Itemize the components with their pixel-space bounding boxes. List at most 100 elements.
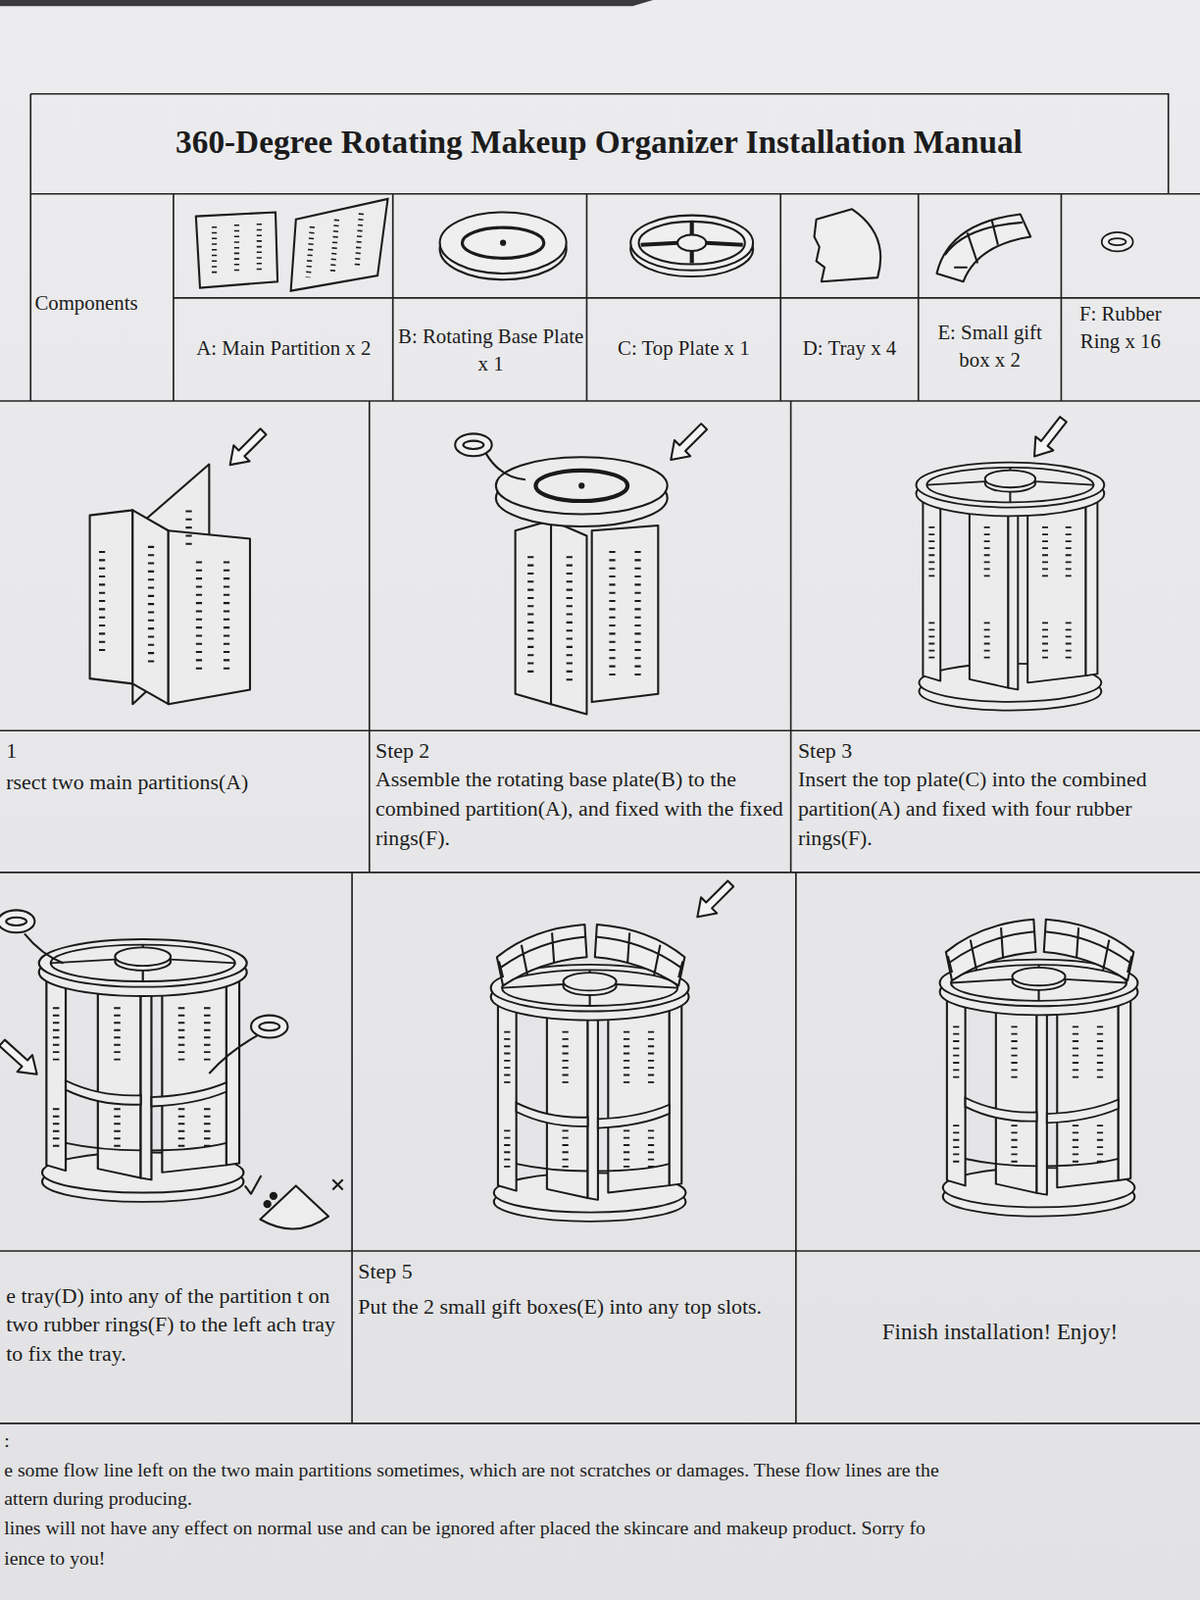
gift-box-icon — [945, 220, 1023, 268]
table-rule — [0, 1250, 1200, 1252]
table-rule — [0, 1422, 1200, 1425]
partitions-with-base — [550, 520, 587, 715]
table-rule — [29, 94, 32, 401]
leader-line — [24, 933, 257, 1074]
top-plate-icon — [630, 215, 753, 271]
table-cell: C: Top Plate x 1 — [590, 334, 779, 362]
step-text: Step 3 — [798, 736, 1197, 766]
crossed-partitions — [223, 560, 230, 673]
partition-icon — [332, 219, 337, 272]
tray-figure — [65, 1080, 227, 1150]
partitions-with-base — [496, 456, 668, 514]
top-plate-icon — [677, 234, 706, 251]
tray-fit-sketch — [270, 1193, 277, 1200]
gift-box-figure — [946, 919, 1135, 981]
partition-icon — [234, 224, 240, 274]
table-rule — [173, 194, 1062, 401]
table-rule — [0, 400, 1200, 402]
partitions-with-base — [592, 525, 659, 702]
table-rule — [369, 400, 792, 873]
crossed-partitions — [148, 546, 154, 664]
top-plate-icon — [641, 222, 744, 264]
table-cell: F: Rubber Ring x 16 — [1064, 300, 1177, 355]
manual-title: 360-Degree Rotating Makeup Organizer Ins… — [32, 120, 1165, 165]
crossed-partitions — [90, 464, 250, 705]
table-rule — [0, 729, 1200, 732]
partitions-with-base — [485, 452, 526, 480]
base-plate-icon — [440, 211, 567, 280]
pointer-arrow — [662, 418, 712, 468]
organizer-figure — [39, 939, 248, 1202]
partition-icon — [256, 223, 262, 272]
photo-edge — [0, 0, 653, 6]
tray-fit-sketch — [245, 1175, 262, 1195]
organizer-figure — [491, 964, 690, 1222]
tray-figure — [516, 1102, 670, 1172]
partition-icon — [196, 199, 389, 292]
note-text: e some flow line left on the two main pa… — [3, 1457, 1197, 1484]
rubber-ring-icon — [250, 1015, 288, 1039]
top-plate-icon — [639, 221, 746, 265]
base-plate-icon — [461, 227, 544, 258]
note-text: : — [3, 1428, 1197, 1454]
base-plate-icon — [440, 211, 567, 273]
step-text: Finish installation! Enjoy! — [801, 1316, 1199, 1348]
gift-box-icon — [936, 214, 1031, 283]
step-text: Step 5 — [357, 1256, 787, 1287]
note-block: : e some flow line left on the two main p… — [3, 1428, 1197, 1571]
gift-box-figure — [497, 924, 686, 986]
partition-icon — [307, 226, 312, 278]
partition-icon — [196, 211, 278, 288]
table-cell: B: Rotating Base Plate x 1 — [398, 322, 584, 378]
step-text: Step 2 — [375, 736, 784, 766]
crossed-partitions — [185, 509, 192, 551]
table-cell: A: Main Partition x 2 — [177, 334, 390, 362]
table-rule — [0, 94, 1200, 1424]
rubber-ring-icon — [0, 909, 35, 933]
table-rule — [30, 193, 1200, 196]
pointer-arrow — [222, 423, 272, 473]
partitions-with-base — [485, 452, 667, 714]
rubber-ring-icon — [1101, 232, 1134, 251]
partition-icon — [214, 213, 362, 279]
table-cell: E: Small gift box x 2 — [921, 318, 1058, 374]
pointer-arrow — [1025, 412, 1073, 464]
table-rule — [173, 297, 1200, 300]
partitions-with-base — [579, 483, 584, 488]
table-rule — [0, 871, 1200, 874]
step-text: Assemble the rotating base plate(B) to t… — [375, 765, 786, 853]
table-rule — [30, 94, 1169, 195]
pointer-arrow — [689, 875, 739, 925]
table-cell: D: Tray x 4 — [783, 334, 915, 362]
base-plate-icon — [500, 241, 505, 246]
top-plate-icon — [630, 215, 753, 277]
crossed-partitions — [168, 530, 250, 704]
tray-fit-sketch — [264, 1200, 271, 1207]
leader-line — [24, 933, 64, 963]
leader-line — [208, 1035, 257, 1074]
partition-icon — [291, 199, 389, 292]
crossed-partitions — [196, 560, 202, 673]
step-text: rsect two main partitions(A) — [5, 767, 363, 798]
table-cell: Components — [34, 290, 169, 318]
note-text: lines will not have any effect on normal… — [3, 1516, 1197, 1543]
step-text: Insert the top plate(C) into the combine… — [798, 765, 1197, 853]
gift-box-icon — [936, 214, 1031, 283]
step-text: 1 — [5, 736, 48, 766]
table-rule — [351, 872, 797, 1424]
tray-fit-sketch — [259, 1185, 329, 1229]
step-text: Put the 2 small gift boxes(E) into any t… — [357, 1292, 791, 1322]
partitions-with-base — [634, 550, 641, 679]
crossed-partitions — [101, 509, 227, 674]
step-text: e tray(D) into any of the partition t on… — [5, 1281, 348, 1369]
tray-icon — [814, 208, 882, 282]
pointer-arrow — [0, 1034, 45, 1083]
partitions-with-base — [530, 550, 638, 684]
organizer-figure — [915, 462, 1104, 711]
tray-icon — [814, 208, 882, 282]
partition-icon — [211, 226, 217, 274]
partitions-with-base — [527, 555, 534, 674]
note-text: attern during producing. — [3, 1487, 1197, 1513]
partition-icon — [356, 213, 361, 266]
